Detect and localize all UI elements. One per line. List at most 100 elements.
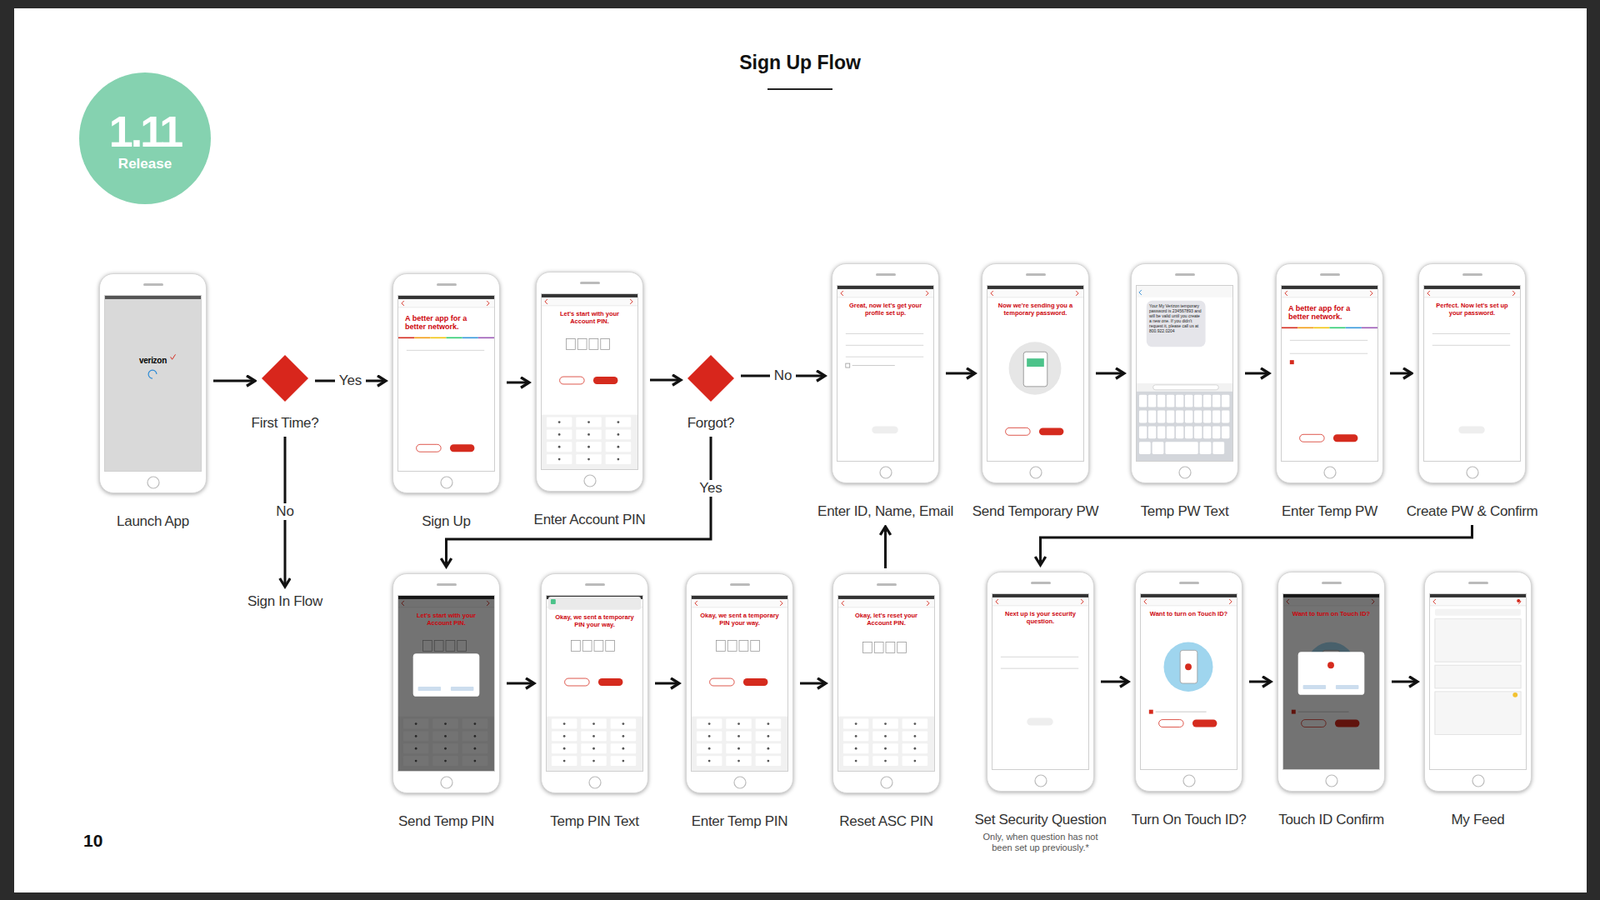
screen-detail (737, 747, 740, 750)
screen-detail (551, 719, 577, 730)
release-badge: 1.11Release (79, 72, 211, 205)
screen-detail (600, 338, 610, 350)
screen-detail (1430, 605, 1526, 606)
screen-detail (1325, 775, 1338, 787)
screen-detail (838, 716, 935, 771)
screen-detail (1290, 353, 1368, 355)
phone-screen: Let's start with your Account PIN. (540, 293, 639, 470)
screen-detail (884, 722, 887, 725)
screen-detail (767, 735, 770, 738)
phone-mockup: verizon (99, 273, 207, 494)
flow-arrow (1245, 372, 1270, 375)
screen-detail (691, 595, 788, 600)
screen-detail (767, 760, 770, 763)
screen-detail (170, 354, 176, 360)
screen-detail (897, 641, 907, 653)
phone-screen: Next up is your security question. (991, 593, 1090, 770)
footnote: Only, when question has not been set up … (982, 831, 1100, 853)
screen-detail (727, 640, 737, 651)
screen-detail (1166, 395, 1175, 408)
screen-node: Want to turn on Touch ID?Touch ID Confir… (1277, 571, 1385, 829)
flow-arrow (1390, 372, 1412, 375)
screen-detail (1030, 581, 1051, 585)
screen-detail (1165, 441, 1198, 455)
decision-node: First Time? (251, 355, 320, 432)
phone-mockup: Want to turn on Touch ID? (1277, 571, 1385, 792)
screen-detail (872, 730, 898, 741)
screen-detail (914, 760, 917, 763)
screen-detail (1194, 410, 1202, 424)
screen-detail (1512, 290, 1515, 296)
screen-detail (440, 776, 453, 789)
screen-detail (1424, 285, 1520, 290)
screen-detail (147, 476, 160, 489)
screen-detail (1281, 289, 1378, 298)
screen-detail (1221, 395, 1230, 408)
screen-detail (1320, 273, 1340, 276)
screen-detail (1281, 327, 1298, 330)
screen-detail (1424, 296, 1520, 298)
screen-headline: Want to turn on Touch ID? (1289, 610, 1374, 619)
screen-detail (1157, 410, 1165, 424)
screen-headline: Let's start with your Account PIN. (547, 310, 632, 325)
phone-screen: Now we're sending you a temporary passwo… (986, 285, 1085, 462)
screen-detail (1140, 594, 1237, 770)
screen-node: verizonLaunch App (99, 273, 207, 530)
screen-detail (617, 445, 620, 449)
screen-detail (1035, 775, 1047, 787)
screen-detail (261, 355, 309, 402)
screen-detail (1229, 599, 1232, 605)
screen-detail (880, 776, 893, 789)
screen-detail (1516, 599, 1520, 603)
screen-detail (902, 719, 928, 730)
flow-arrow (506, 682, 535, 685)
screen-detail (541, 305, 638, 306)
phone-screen: Okay, let's reset your Account PIN. (837, 595, 935, 772)
screen-detail (1185, 395, 1193, 408)
screen-detail (589, 338, 599, 350)
screen-detail (1164, 641, 1214, 691)
screen-detail (563, 747, 566, 750)
screen-detail (622, 747, 625, 750)
screen-node: A better app for a better network.Sign U… (392, 273, 500, 530)
screen-caption: Enter ID, Name, Email (817, 503, 954, 520)
screen-detail (1203, 410, 1211, 424)
screen-node: Let's start with your Account PIN.Send T… (392, 573, 500, 830)
phone-mockup: Want to turn on Touch ID? (1135, 571, 1243, 792)
screen-detail (767, 747, 770, 750)
screen-detail (1212, 395, 1220, 408)
screen-caption: Create PW & Confirm (1406, 503, 1539, 520)
screen-detail (1000, 668, 1079, 670)
screen-detail (1472, 775, 1485, 787)
screen-detail (580, 719, 606, 730)
message-text: Your My Verizon temporary password is 23… (1149, 303, 1203, 334)
screen-detail (708, 722, 711, 725)
screen-detail (148, 370, 157, 379)
screen-detail (551, 743, 577, 754)
screen-detail (1321, 581, 1342, 585)
screen-caption: Launch App (116, 513, 190, 530)
screen-headline: Want to turn on Touch ID? (1146, 610, 1231, 619)
screen-detail (1026, 718, 1053, 726)
screen-detail (610, 730, 636, 741)
screen-detail (1466, 466, 1479, 479)
screen-node: Great, now let's get your profile set up… (817, 263, 954, 520)
screen-detail (546, 429, 572, 440)
screen-detail (871, 425, 898, 434)
screen-detail (1432, 333, 1510, 335)
screen-detail (617, 433, 620, 436)
screen-detail (541, 415, 638, 470)
screen-caption: Enter Temp PIN (691, 813, 788, 830)
screen-detail (855, 722, 858, 725)
screen-detail (1281, 285, 1378, 290)
screen-detail (872, 719, 898, 730)
screen-detail (1330, 327, 1346, 330)
screen-detail (551, 755, 577, 766)
screen-detail (1297, 327, 1314, 330)
screen-detail (551, 730, 577, 741)
screen-detail (587, 445, 590, 449)
screen-detail (398, 306, 495, 308)
flow-arrow (1095, 372, 1125, 375)
screen-detail (545, 299, 548, 305)
screen-detail (587, 433, 590, 436)
